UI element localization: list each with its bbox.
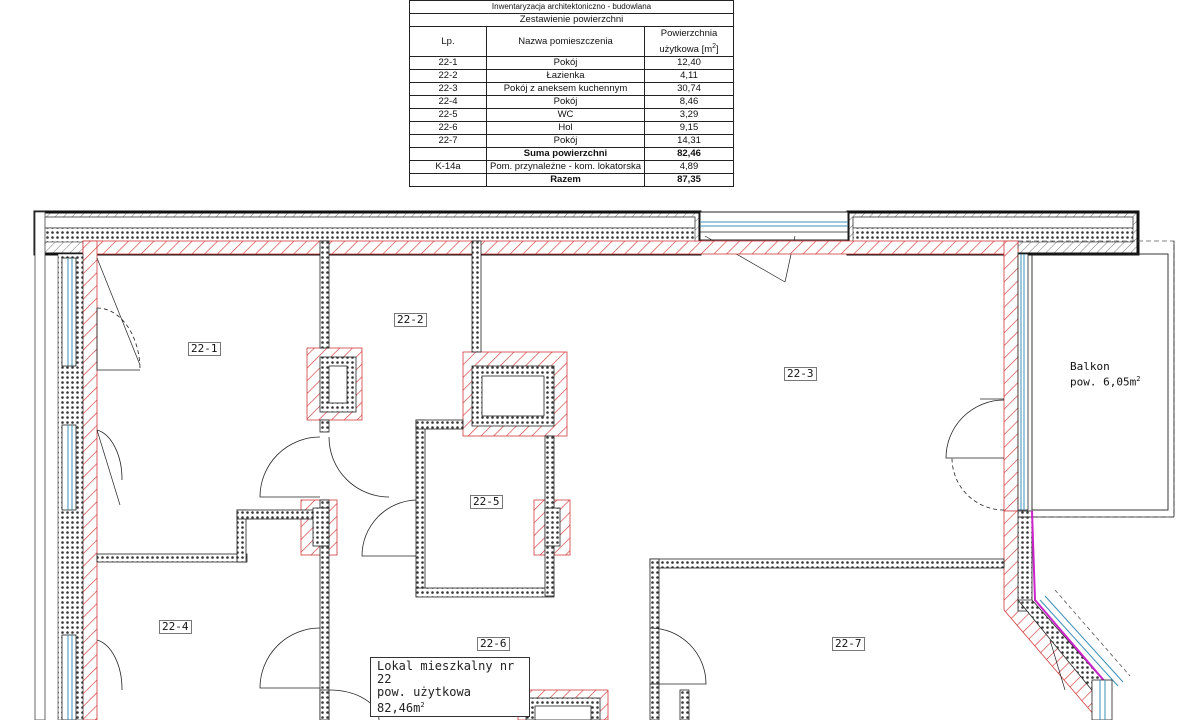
table-title: Zestawienie powierzchni	[409, 13, 734, 27]
apartment-area-text: pow. użytkowa 82,46m	[377, 685, 471, 715]
total-area: 87,35	[644, 173, 734, 188]
extra-area: 4,89	[644, 160, 734, 175]
row-area: 4,11	[644, 69, 734, 84]
row-lp: 22-5	[409, 108, 487, 123]
extra-name: Pom. przynależne - kom. lokatorska	[486, 160, 645, 175]
row-lp: 22-3	[409, 82, 487, 97]
row-name: Hol	[486, 121, 645, 136]
room-label-22-2: 22-2	[394, 313, 427, 327]
sum-label: Suma powierzchni	[486, 147, 645, 162]
apartment-area: pow. użytkowa 82,46m2	[377, 686, 523, 715]
total-lp-empty	[409, 173, 487, 188]
row-area: 14,31	[644, 134, 734, 149]
row-area: 12,40	[644, 56, 734, 71]
bay-window	[1031, 510, 1131, 720]
extra-lp: K-14a	[409, 160, 487, 175]
balcony-area: pow. 6,05m2	[1070, 373, 1140, 389]
row-lp: 22-4	[409, 95, 487, 110]
balcony	[1017, 240, 1175, 518]
row-lp: 22-1	[409, 56, 487, 71]
apartment-area-sup: 2	[420, 701, 425, 709]
row-name: Pokój	[486, 95, 645, 110]
apartment-info-box: Lokal mieszkalny nr 22 pow. użytkowa 82,…	[370, 657, 530, 717]
row-name: Pokój	[486, 134, 645, 149]
row-lp: 22-2	[409, 69, 487, 84]
row-lp: 22-7	[409, 134, 487, 149]
door-swings	[96, 307, 1005, 720]
sum-area: 82,46	[644, 147, 734, 162]
window-top	[699, 211, 849, 283]
apartment-title: Lokal mieszkalny nr	[377, 659, 515, 673]
header-area-close: ]	[716, 44, 719, 56]
row-area: 8,46	[644, 95, 734, 110]
sum-lp-empty	[409, 147, 487, 162]
header-area: Powierzchnia użytkowa [m2]	[644, 25, 734, 58]
balcony-area-text: pow. 6,05m	[1070, 375, 1137, 389]
exterior-wall-left	[34, 211, 141, 720]
balcony-title: Balkon	[1070, 360, 1110, 373]
area-table: Inwentaryzacja architektoniczno - budowl…	[409, 0, 734, 188]
row-name: Pokój	[486, 56, 645, 71]
header-area-text: Powierzchnia użytkowa [m	[659, 28, 718, 56]
row-lp: 22-6	[409, 121, 487, 136]
row-name: WC	[486, 108, 645, 123]
table-heading-truncated: Inwentaryzacja architektoniczno - budowl…	[409, 0, 734, 14]
room-label-22-5: 22-5	[470, 495, 503, 509]
row-area: 3,29	[644, 108, 734, 123]
row-area: 9,15	[644, 121, 734, 136]
balcony-label: Balkon pow. 6,05m2	[1070, 360, 1140, 389]
room-label-22-1: 22-1	[188, 342, 221, 356]
row-area: 30,74	[644, 82, 734, 97]
row-name: Pokój z aneksem kuchennym	[486, 82, 645, 97]
balcony-area-sup: 2	[1136, 375, 1141, 383]
room-label-22-4: 22-4	[159, 620, 192, 634]
header-lp: Lp.	[409, 25, 487, 58]
room-label-22-7: 22-7	[832, 637, 865, 651]
ventilation-shafts	[312, 356, 601, 720]
room-label-22-3: 22-3	[784, 367, 817, 381]
total-label: Razem	[486, 173, 645, 188]
apartment-number: 22	[377, 672, 392, 686]
interior-walls	[96, 240, 1111, 720]
area-schedule-table: Inwentaryzacja architektoniczno - budowl…	[409, 0, 734, 190]
header-area-sup: 2	[712, 43, 717, 50]
hatched-wall-finishes	[82, 240, 1106, 720]
header-name: Nazwa pomieszczenia	[486, 25, 645, 58]
row-name: Łazienka	[486, 69, 645, 84]
room-label-22-6: 22-6	[477, 637, 510, 651]
